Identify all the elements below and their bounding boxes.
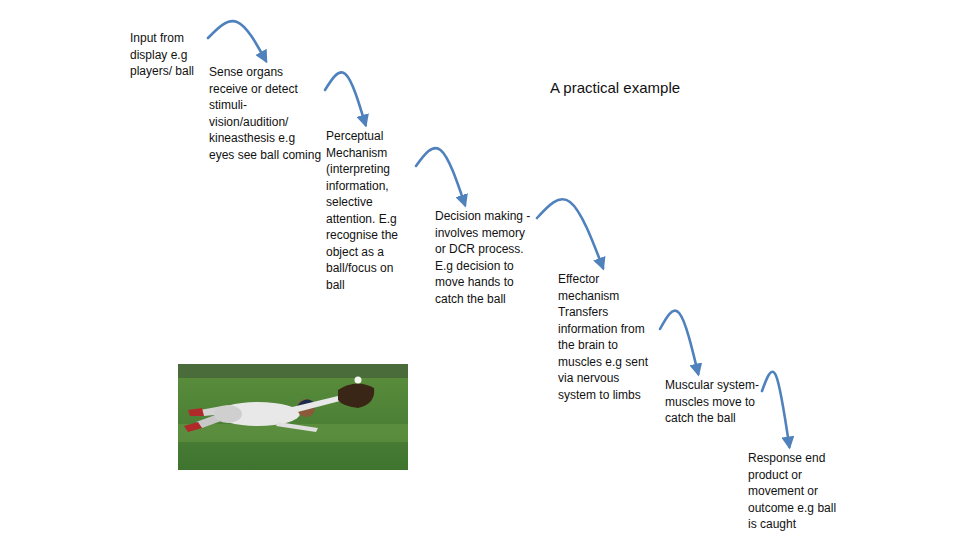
process-stage: Muscular system- muscles move to catch t… bbox=[665, 377, 760, 427]
process-stage: Response end product or movement or outc… bbox=[748, 450, 840, 533]
pants bbox=[214, 405, 242, 423]
arm bbox=[288, 396, 340, 414]
flow-arrow bbox=[660, 311, 698, 374]
flow-arrow bbox=[208, 21, 266, 61]
stage-text: Perceptual Mechanism (interpreting infor… bbox=[326, 128, 414, 293]
process-stage: Input from display e.g players/ ball bbox=[130, 30, 206, 80]
diagram-title: A practical example bbox=[550, 79, 680, 97]
flow-arrow bbox=[325, 72, 366, 125]
process-stage: Decision making - involves memory or DCR… bbox=[435, 208, 535, 307]
stage-text: Decision making - involves memory or DCR… bbox=[435, 208, 535, 307]
process-stage: Perceptual Mechanism (interpreting infor… bbox=[326, 128, 414, 293]
diving-player bbox=[184, 383, 374, 432]
grass bbox=[178, 364, 408, 470]
stage-text: Response end product or movement or outc… bbox=[748, 450, 840, 533]
process-stage: Effector mechanism Transfers information… bbox=[558, 271, 658, 403]
flow-arrow bbox=[537, 199, 603, 268]
stage-text: Effector mechanism Transfers information… bbox=[558, 271, 658, 403]
flow-arrow bbox=[416, 148, 465, 205]
stage-text: Sense organs receive or detect stimuli- … bbox=[209, 64, 323, 163]
arm bbox=[276, 422, 318, 432]
flow-arrow bbox=[762, 372, 789, 447]
process-stage: Sense organs receive or detect stimuli- … bbox=[209, 64, 323, 163]
glove bbox=[338, 383, 374, 408]
ball bbox=[355, 377, 362, 384]
stage-text: Input from display e.g players/ ball bbox=[130, 30, 206, 80]
sock bbox=[188, 408, 204, 416]
baseball-photo bbox=[178, 364, 408, 470]
stage-text: Muscular system- muscles move to catch t… bbox=[665, 377, 760, 427]
outfield-band bbox=[178, 364, 408, 378]
sock bbox=[184, 422, 202, 432]
